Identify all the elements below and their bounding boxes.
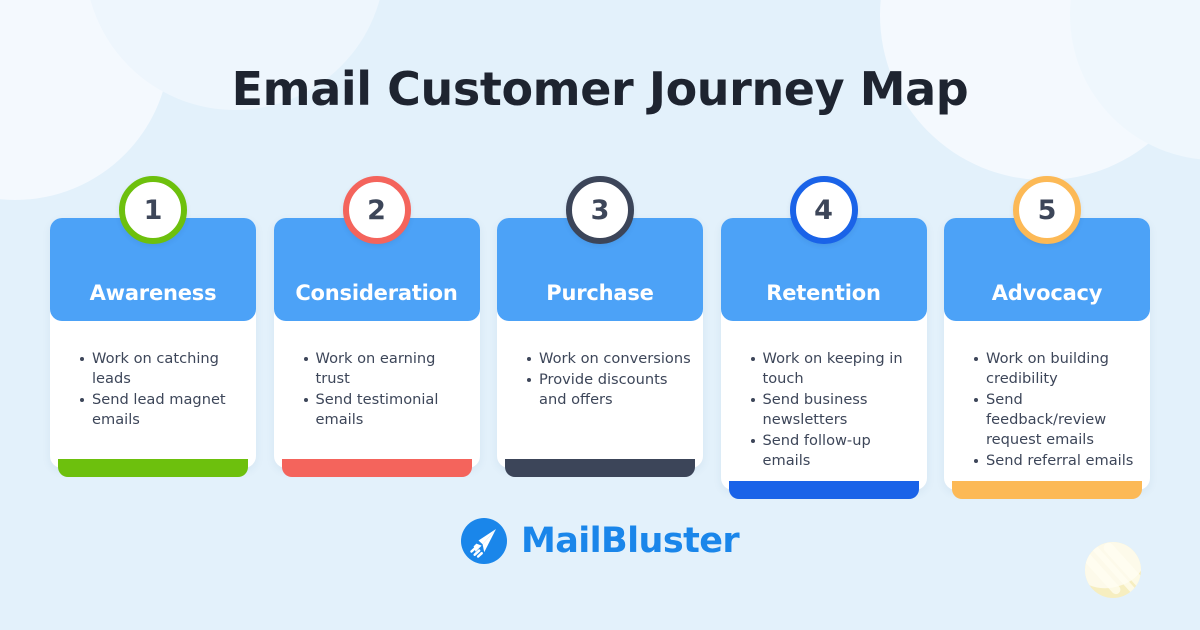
paper-plane-icon	[461, 518, 507, 564]
stage-accent-bar	[728, 481, 919, 499]
stage-action-item: Send feedback/review request emails	[974, 390, 1142, 450]
stage-name: Retention	[766, 281, 881, 305]
brand-logo: MailBluster	[0, 518, 1200, 564]
stage-number-badge: 2	[342, 176, 411, 244]
stage-accent-bar	[58, 459, 248, 477]
page-title: Email Customer Journey Map	[231, 62, 969, 116]
brand-name: MailBluster	[521, 521, 740, 561]
stage-accent-bar	[281, 459, 472, 477]
stage-action-item: Send testimonial emails	[303, 390, 472, 430]
moon-decoration	[1085, 542, 1141, 598]
stage-card-header: Consideration	[273, 218, 480, 321]
stage-accent-bar	[505, 459, 695, 477]
stage-number-badge: 4	[789, 176, 858, 244]
stage-action-item: Work on earning trust	[303, 349, 472, 389]
stage-card-header: Retention	[720, 218, 927, 321]
stage-action-item: Work on building credibility	[974, 349, 1142, 389]
stage-action-item: Work on catching leads	[80, 349, 248, 389]
stage-action-item: Send referral emails	[974, 451, 1142, 471]
stage-number-badge: 5	[1013, 176, 1081, 244]
stage-action-item: Provide discounts and offers	[527, 370, 695, 410]
stage-action-item: Work on conversions	[527, 349, 695, 369]
stage-action-item: Send lead magnet emails	[80, 390, 248, 430]
stage-number-badge: 3	[566, 176, 634, 244]
stage-accent-bar	[952, 481, 1142, 499]
stage-number-badge: 1	[119, 176, 187, 244]
stage-action-item: Send business newsletters	[750, 390, 919, 430]
stage-name: Awareness	[89, 281, 217, 305]
stage-action-item: Send follow-up emails	[750, 431, 919, 471]
stage-name: Advocacy	[991, 281, 1103, 305]
stage-name: Purchase	[546, 281, 654, 305]
stage-name: Consideration	[295, 281, 458, 305]
stage-action-item: Work on keeping in touch	[750, 349, 919, 389]
